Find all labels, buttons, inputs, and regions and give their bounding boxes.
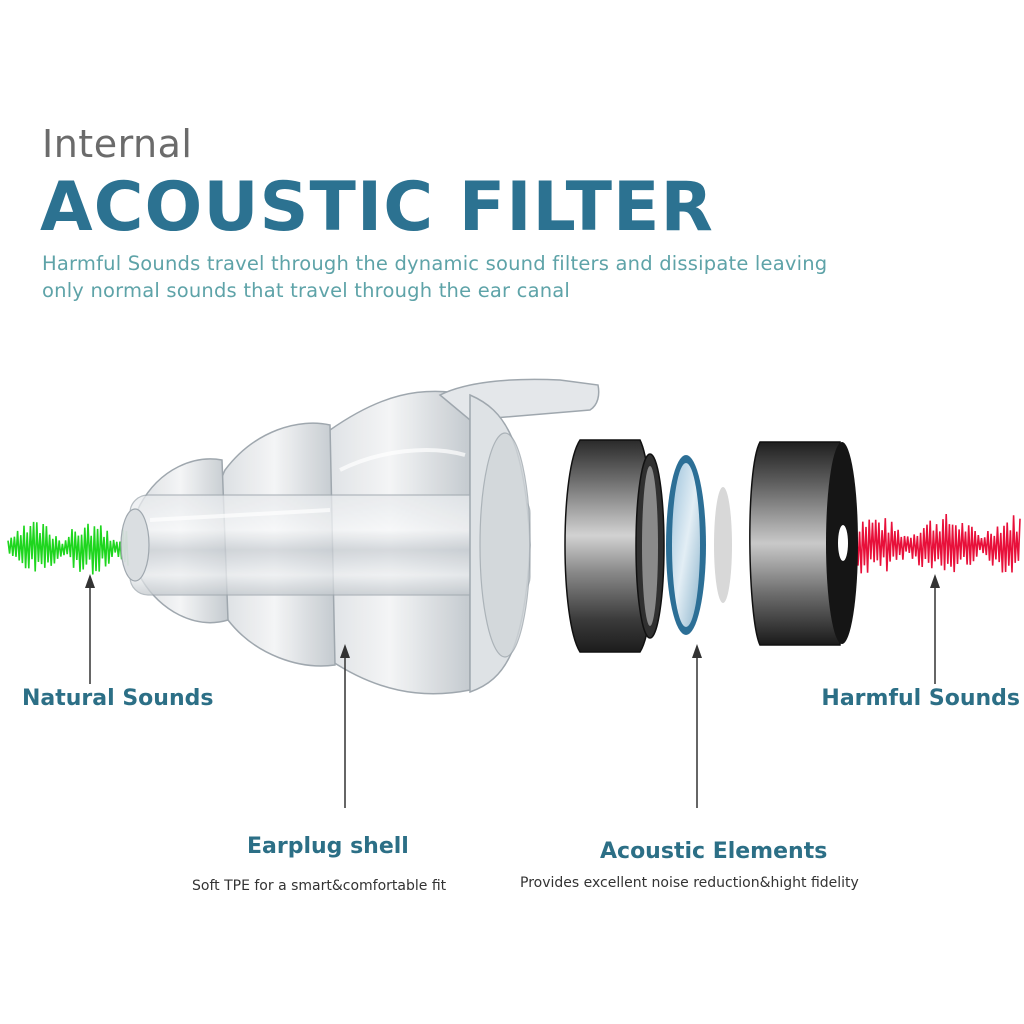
page-title: ACOUSTIC FILTER: [40, 168, 714, 247]
caption-earplug-shell: Soft TPE for a smart&comfortable fit: [192, 878, 447, 894]
pointer-elements: [692, 644, 702, 808]
subtitle-line-2: only normal sounds that travel through t…: [42, 279, 571, 302]
filter-cylinder: [749, 441, 858, 646]
page-subtitle: Harmful Sounds travel through the dynami…: [42, 250, 842, 304]
natural-wave-line: [7, 521, 129, 575]
harmful-sound-wave: [849, 513, 1021, 574]
caption-acoustic-elements: Provides excellent noise reduction&hight…: [520, 875, 859, 891]
header-kicker: Internal: [42, 122, 193, 166]
label-natural-sounds: Natural Sounds: [22, 686, 214, 711]
label-earplug-shell: Earplug shell: [247, 834, 409, 859]
filter-disc: [666, 455, 706, 635]
harmful-wave-line: [849, 513, 1021, 574]
pointer-natural: [85, 574, 95, 684]
subtitle-line-1: Harmful Sounds travel through the dynami…: [42, 252, 828, 275]
pointer-shell: [340, 644, 350, 808]
membrane-disc: [714, 487, 732, 603]
label-acoustic-elements: Acoustic Elements: [600, 839, 828, 864]
pointer-harmful: [930, 574, 940, 684]
label-harmful-sounds: Harmful Sounds: [821, 686, 1020, 711]
earplug-shell: [120, 378, 600, 695]
natural-sound-wave: [7, 521, 129, 575]
metal-ring: [564, 439, 665, 653]
